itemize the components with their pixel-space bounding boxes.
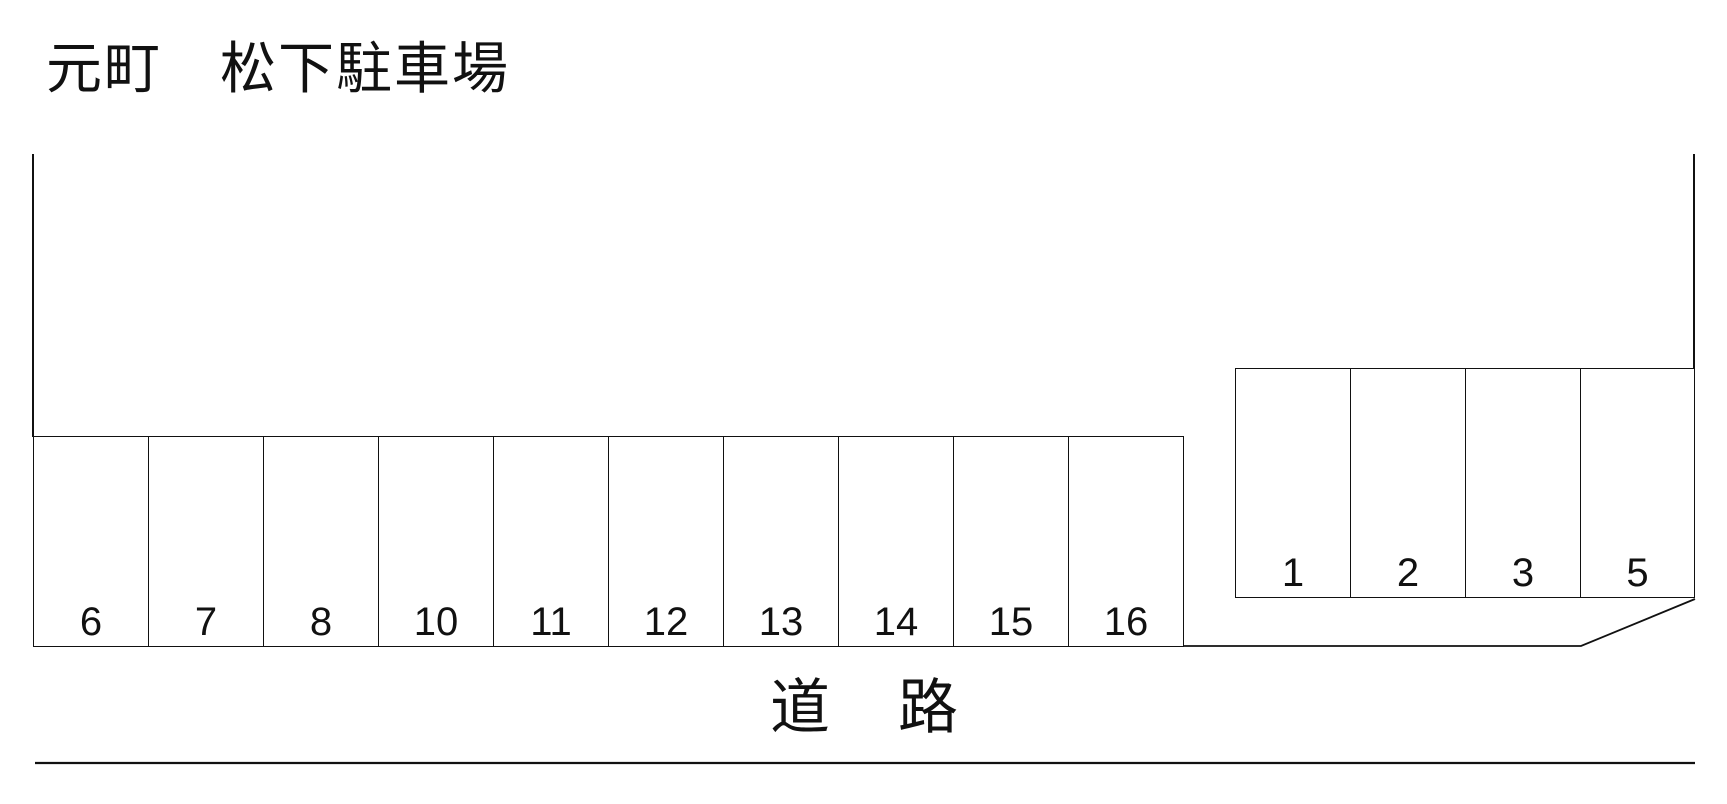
stall-number: 14 — [873, 600, 919, 644]
stall-number: 5 — [1626, 551, 1649, 595]
parking-stall[interactable]: 12 — [608, 436, 724, 647]
parking-stall[interactable]: 15 — [953, 436, 1069, 647]
parking-stall[interactable]: 16 — [1068, 436, 1184, 647]
stall-number: 12 — [643, 600, 689, 644]
stall-number: 13 — [758, 600, 804, 644]
stall-number: 7 — [194, 600, 218, 644]
stall-number: 10 — [413, 600, 459, 644]
page-title: 元町 松下駐車場 — [46, 37, 510, 102]
parking-stall[interactable]: 2 — [1350, 368, 1466, 598]
parking-stall[interactable]: 7 — [148, 436, 264, 647]
stall-number: 2 — [1396, 551, 1420, 595]
parking-stall[interactable]: 5 — [1580, 368, 1695, 598]
stall-number: 1 — [1281, 551, 1305, 595]
parking-stall[interactable]: 13 — [723, 436, 839, 647]
stall-number: 16 — [1103, 600, 1149, 644]
parking-stall[interactable]: 14 — [838, 436, 954, 647]
stall-number: 8 — [309, 600, 333, 644]
stall-number: 6 — [79, 600, 103, 644]
parking-stall[interactable]: 3 — [1465, 368, 1581, 598]
stall-number: 3 — [1511, 551, 1535, 595]
stall-number: 11 — [530, 600, 572, 644]
parking-stall[interactable]: 1 — [1235, 368, 1351, 598]
parking-stall[interactable]: 10 — [378, 436, 494, 647]
stall-number: 15 — [988, 600, 1034, 644]
parking-stall[interactable]: 6 — [33, 436, 149, 647]
parking-stall[interactable]: 11 — [493, 436, 609, 647]
road-label: 道 路 — [770, 673, 962, 743]
parking-stall[interactable]: 8 — [263, 436, 379, 647]
